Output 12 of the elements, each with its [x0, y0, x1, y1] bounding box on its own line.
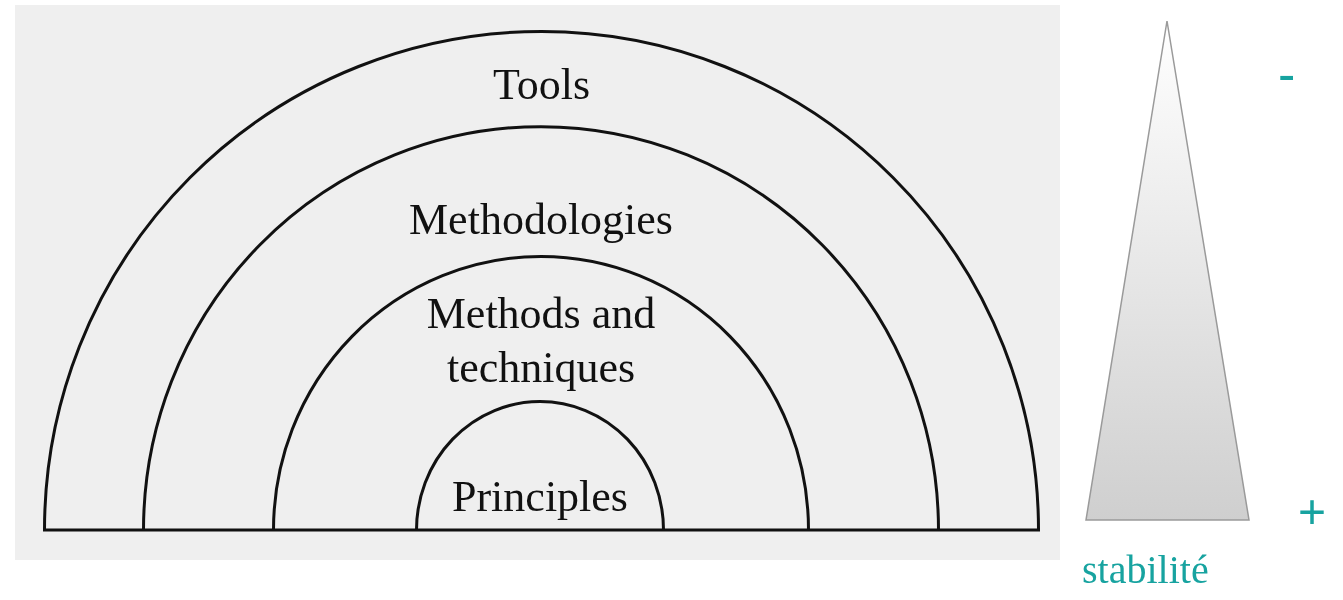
semicircle-band [415, 400, 665, 530]
semicircle-band [43, 30, 1040, 530]
layer-label: Tools [491, 59, 592, 111]
minus-sign: - [1278, 48, 1296, 100]
layer-label: Methods and techniques [425, 288, 657, 394]
plus-sign: + [1298, 488, 1327, 536]
axis-label: stabilité [1082, 550, 1209, 590]
stability-triangle [1085, 20, 1250, 521]
semicircle-band [272, 255, 810, 530]
layer-label: Principles [451, 471, 629, 523]
layer-label: Methodologies [408, 194, 674, 246]
semicircle-band [142, 125, 940, 530]
